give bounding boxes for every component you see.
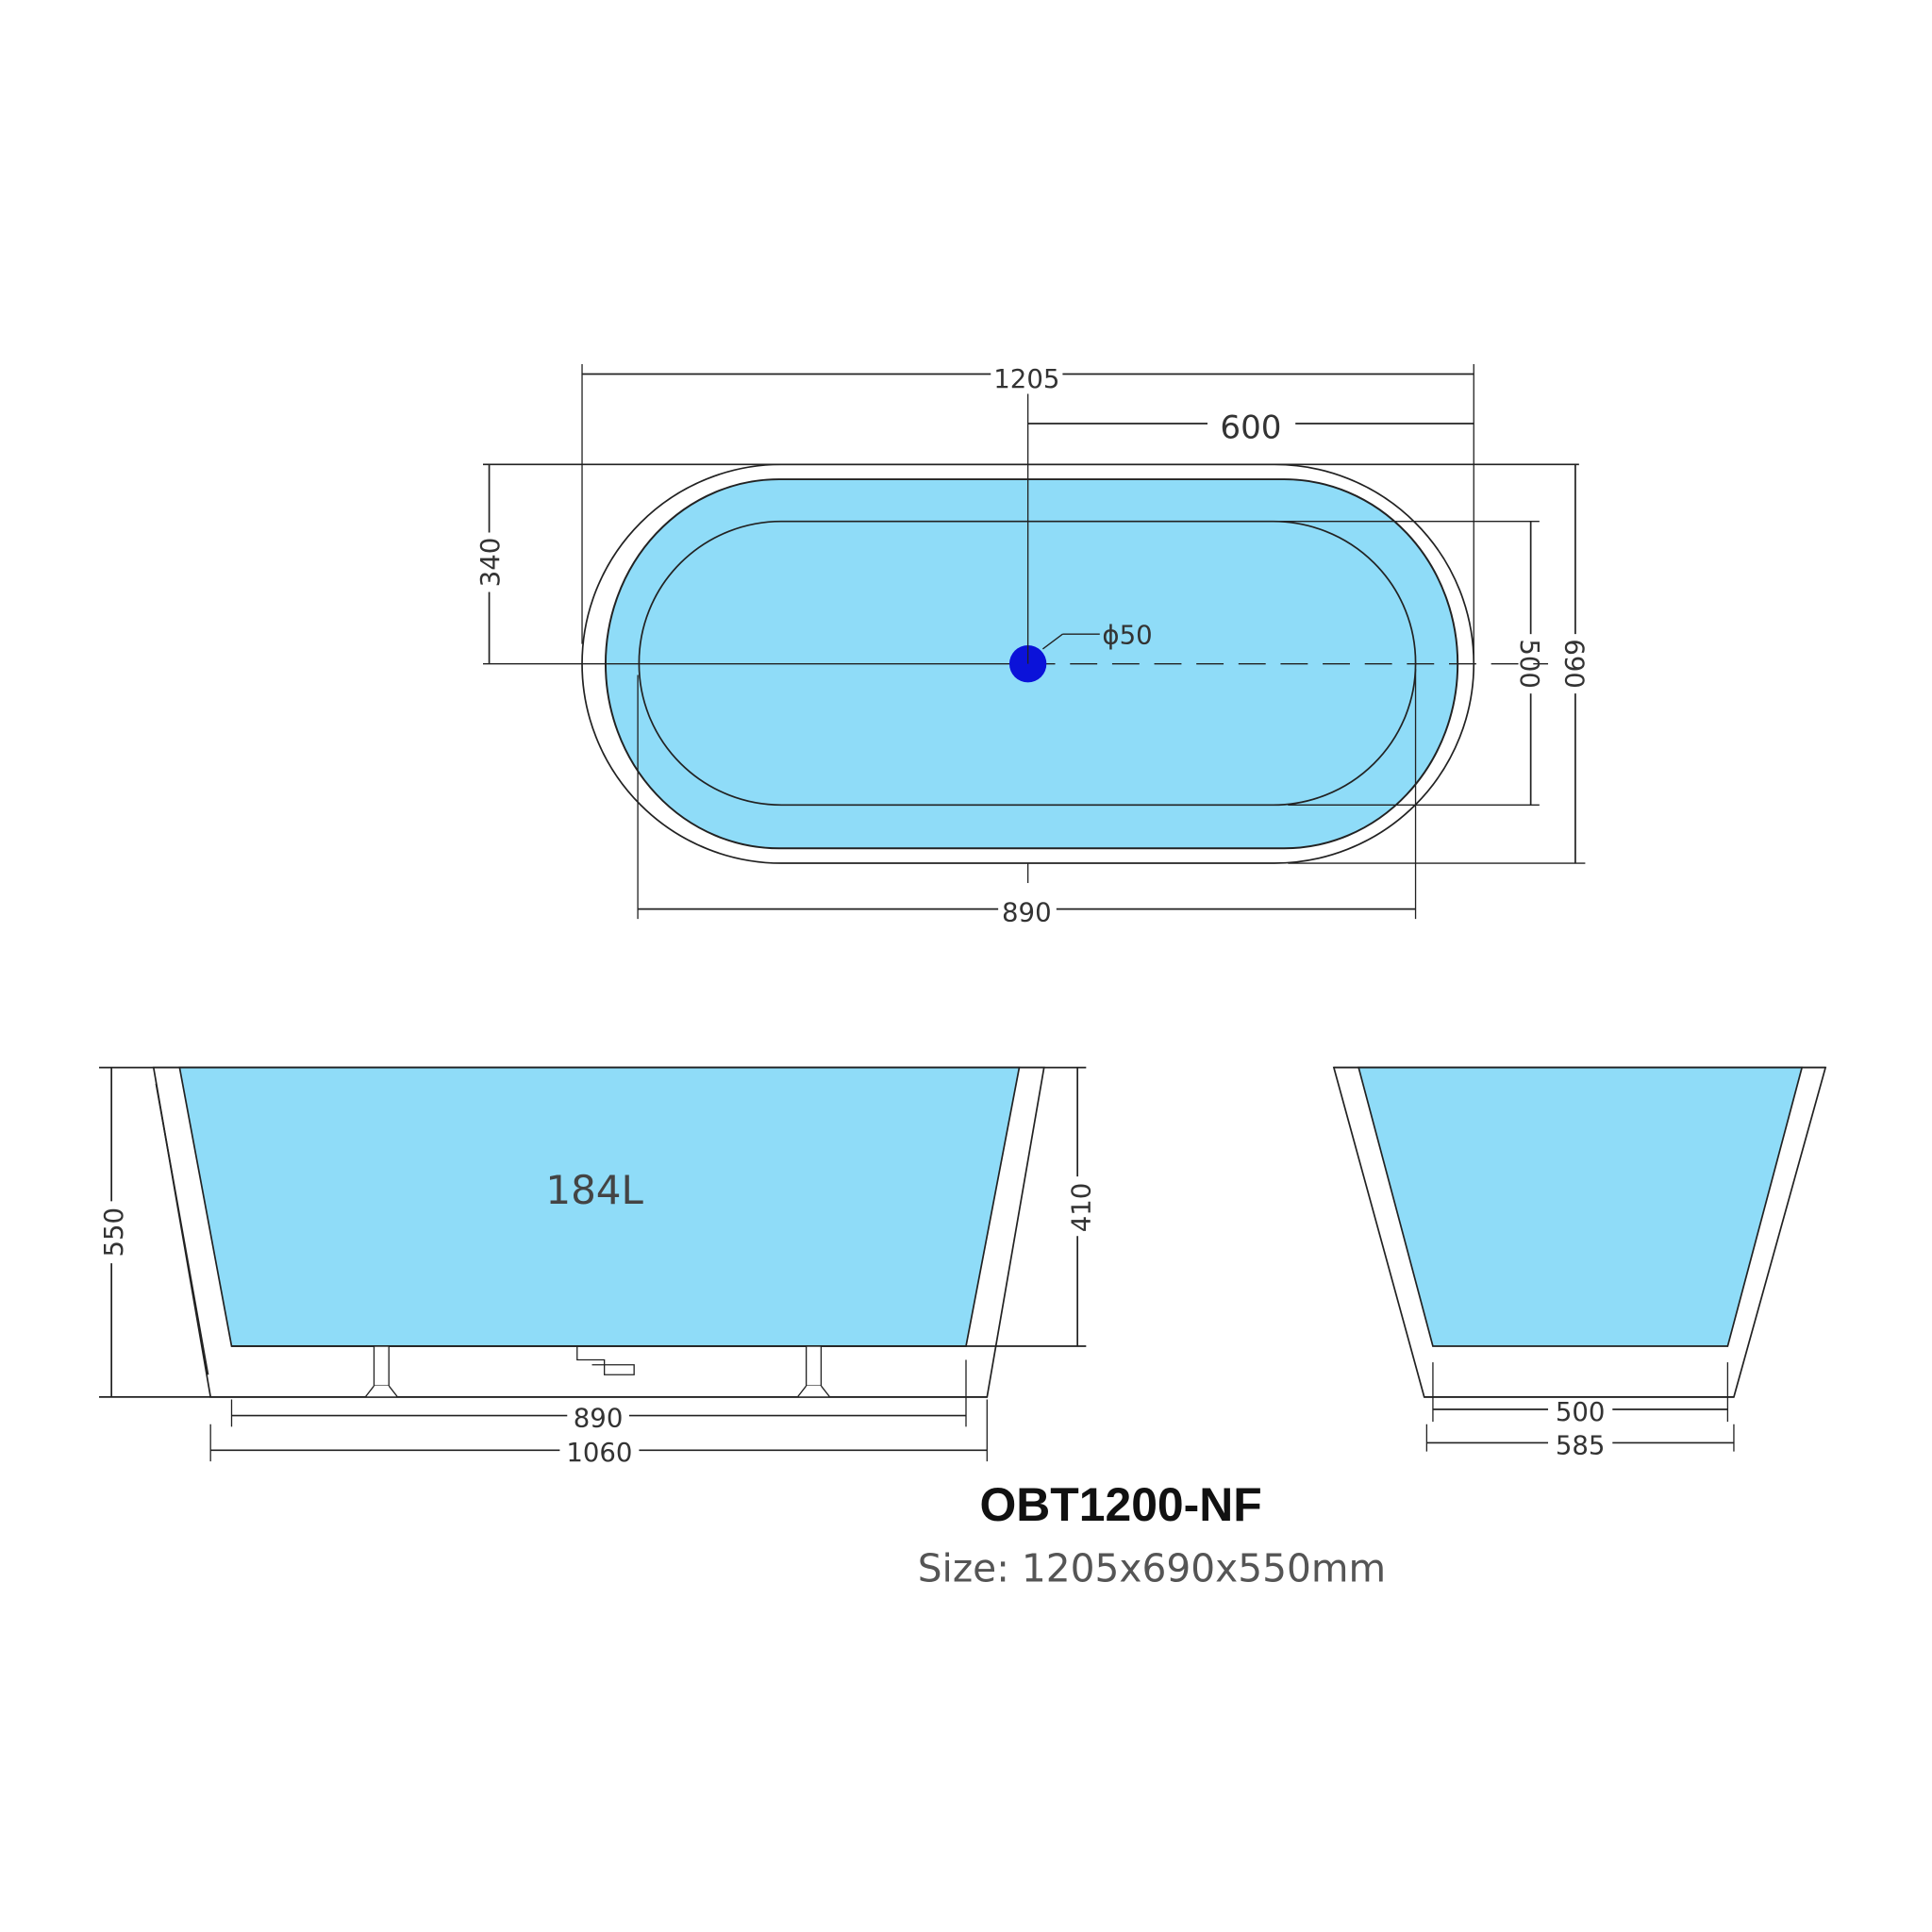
dim-overall-width: 690 (1558, 639, 1589, 689)
dim-end-inner-width: 500 (1556, 1397, 1606, 1427)
dim-inner-width: 500 (1514, 639, 1544, 689)
size-label: Size: 1205x690x550mm (918, 1545, 1386, 1591)
end-view: 500 585 (1332, 1066, 1827, 1460)
side-view: 184L 550 410 890 1060 (99, 1066, 1096, 1468)
dim-end-outer-width: 585 (1556, 1430, 1606, 1460)
end-water-area (1357, 1066, 1804, 1347)
dim-base-outer-length: 1060 (566, 1438, 632, 1468)
dim-inner-length: 890 (1002, 898, 1052, 928)
dim-water-depth: 410 (1066, 1183, 1096, 1233)
dim-overall-length: 1205 (993, 364, 1059, 394)
leg-left (363, 1345, 399, 1398)
top-view: ϕ50 1205 600 340 500 690 890 (475, 364, 1589, 928)
capacity-label: 184L (545, 1167, 643, 1213)
drain-diameter-label: ϕ50 (1102, 621, 1152, 651)
dim-overall-height: 550 (99, 1208, 129, 1257)
leg-right (796, 1345, 831, 1398)
dim-base-inner-length: 890 (574, 1403, 624, 1433)
waste-outlet (576, 1346, 635, 1375)
dim-drain-offset: 600 (1220, 409, 1281, 447)
model-name: OBT1200-NF (979, 1478, 1261, 1531)
dim-drain-offset-side: 340 (475, 538, 506, 588)
